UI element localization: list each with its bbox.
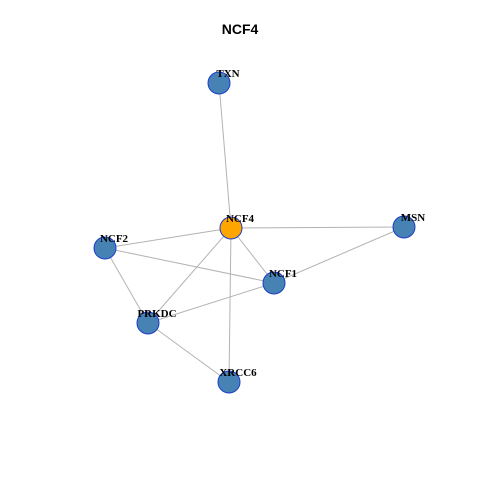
edge-layer bbox=[104, 82, 405, 383]
node-label-ncf2: NCF2 bbox=[100, 233, 129, 245]
edge-ncf2-ncf1 bbox=[104, 247, 275, 284]
node-prkdc[interactable] bbox=[136, 311, 160, 335]
node-label-prkdc: PRKDC bbox=[137, 308, 176, 320]
node-label-txn: TXN bbox=[216, 68, 239, 80]
node-label-ncf1: NCF1 bbox=[269, 268, 297, 280]
node-ncf1[interactable] bbox=[262, 271, 286, 295]
node-layer bbox=[93, 71, 416, 394]
edge-ncf4-xrcc6 bbox=[228, 227, 232, 383]
edge-ncf2-prkdc bbox=[104, 247, 149, 324]
graph-title: NCF4 bbox=[221, 21, 259, 37]
node-ncf4[interactable] bbox=[219, 216, 243, 240]
edge-ncf4-ncf2 bbox=[104, 227, 232, 249]
node-ncf2[interactable] bbox=[93, 236, 117, 260]
edge-ncf1-prkdc bbox=[147, 282, 275, 324]
node-label-msn: MSN bbox=[401, 212, 426, 224]
node-label-ncf4: NCF4 bbox=[226, 213, 255, 225]
edge-ncf4-prkdc bbox=[147, 227, 232, 324]
edge-ncf4-msn bbox=[230, 226, 405, 229]
node-msn[interactable] bbox=[392, 215, 416, 239]
node-txn[interactable] bbox=[207, 71, 231, 95]
edge-msn-ncf1 bbox=[273, 226, 405, 284]
edge-ncf4-ncf1 bbox=[230, 227, 275, 284]
edge-prkdc-xrcc6 bbox=[147, 322, 230, 383]
edge-txn-ncf4 bbox=[218, 82, 232, 229]
node-label-xrcc6: XRCC6 bbox=[219, 367, 257, 379]
node-xrcc6[interactable] bbox=[217, 370, 241, 394]
